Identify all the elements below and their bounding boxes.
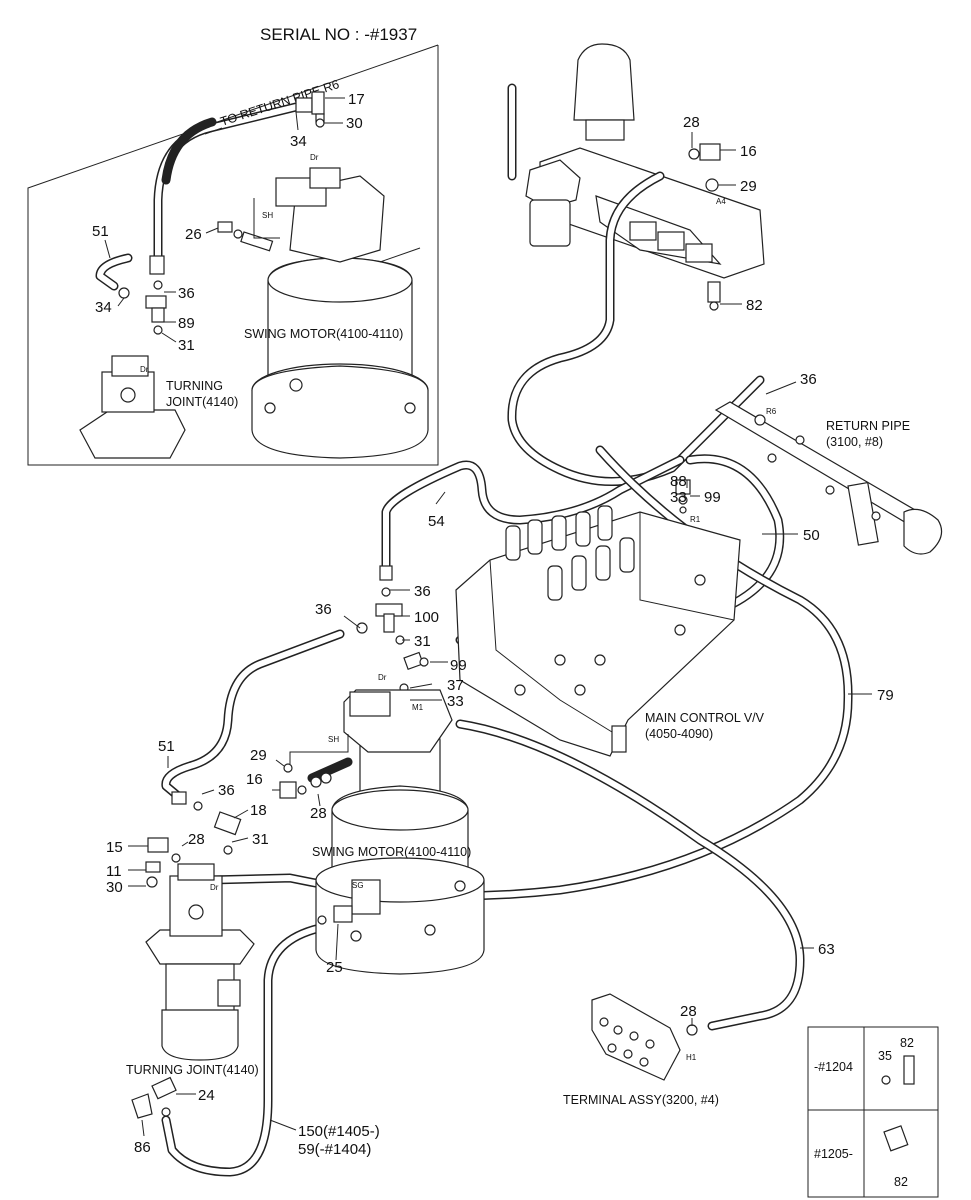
valve-spools [505,505,635,601]
callout-26: 26 [185,226,202,243]
label-mcv-1: MAIN CONTROL V/V [645,711,765,725]
legend-row2-label: #1205- [814,1147,853,1161]
port-sg: SG [352,881,364,890]
callout-11: 11 [106,863,122,880]
callout-54: 54 [428,513,445,530]
callout-33-mcv: 33 [670,489,687,506]
callout-51-inset: 51 [92,223,109,240]
port-r1: R1 [690,515,701,524]
callout-29-main: 29 [250,747,267,764]
callout-28-top: 28 [683,114,700,131]
label-turning-inset-1: TURNING [166,379,223,393]
legend-row2-part: 82 [894,1175,908,1189]
port-a4: A4 [716,197,726,206]
main-swing-motor: Dr M1 SH SG SWING MOTOR(4100-4110) [289,673,485,975]
callout-36-inset: 36 [178,285,195,302]
inset-fittings [118,91,325,335]
callout-89: 89 [178,315,195,332]
port-dr-inset: Dr [310,153,319,162]
callout-37: 37 [447,677,464,694]
label-return-pipe-1: RETURN PIPE [826,419,910,433]
serial-title: SERIAL NO : -#1937 [260,25,417,44]
callout-28-tj: 28 [188,831,205,848]
callout-99-mcv: 99 [704,489,721,506]
callout-59: 59(-#1404) [298,1141,371,1158]
callout-15: 15 [106,839,123,856]
callout-31-tj: 31 [252,831,269,848]
legend-row1-part-a: 35 [878,1049,892,1063]
callout-30-inset: 30 [346,115,363,132]
callout-36-main: 36 [218,782,235,799]
legend-table: -#1204 35 82 #1205- 82 [807,1026,939,1198]
filter-assembly: A4 [507,43,765,311]
port-r6: R6 [766,407,777,416]
callout-86: 86 [134,1139,151,1156]
callout-79: 79 [877,687,894,704]
callout-29-top: 29 [740,178,757,195]
callout-30-tj: 30 [106,879,123,896]
port-dr-main: Dr [378,673,387,682]
inset-swing-motor: Dr SH SWING MOTOR(4100-4110) [244,153,429,459]
callout-50: 50 [803,527,820,544]
label-return-pipe-2: (3100, #8) [826,435,883,449]
legend-row1-part-b: 82 [900,1036,914,1050]
callout-88: 88 [670,473,687,490]
callout-25: 25 [326,959,343,976]
callout-18: 18 [250,802,267,819]
callout-36-left: 36 [315,601,332,618]
callout-150: 150(#1405-) [298,1123,380,1140]
callout-51-main: 51 [158,738,175,755]
label-turning-inset-2: JOINT(4140) [166,395,238,409]
label-mcv-2: (4050-4090) [645,727,713,741]
callout-82: 82 [746,297,763,314]
leader-lines [104,97,872,1137]
callout-16-top: 16 [740,143,757,160]
main-turning-joint: Dr TURNING JOINT(4140) [126,863,259,1077]
main-control-valve: R1 MAIN CONTROL V/V (4050-4090) [455,505,765,757]
label-terminal-assy: TERMINAL ASSY(3200, #4) [563,1093,719,1107]
bottom-fittings [131,1076,177,1119]
callout-36-return: 36 [800,371,817,388]
port-m1: M1 [412,703,424,712]
callout-63: 63 [818,941,835,958]
callout-24: 24 [198,1087,215,1104]
inset-turning-joint: Dr TURNING JOINT(4140) [79,355,238,459]
legend-row1-label: -#1204 [814,1060,853,1074]
label-swing-motor-main: SWING MOTOR(4100-4110) [312,845,471,859]
callout-28-main: 28 [310,805,327,822]
label-swing-motor-inset: SWING MOTOR(4100-4110) [244,327,403,341]
port-h1: H1 [686,1053,697,1062]
return-pipe: R6 RETURN PIPE (3100, #8) [714,401,943,555]
callout-99-mid: 99 [450,657,467,674]
washer-icon [881,1075,891,1085]
callout-17: 17 [348,91,365,108]
callout-34-inset-bottom: 34 [95,299,112,316]
port-sh-inset: SH [262,211,273,220]
label-turning-main: TURNING JOINT(4140) [126,1063,259,1077]
port-dr-tj-inset: Dr [140,365,149,374]
serial-inset: SERIAL NO : -#1937 [27,25,439,466]
callout-31-inset: 31 [178,337,195,354]
callout-31-mid: 31 [414,633,431,650]
callout-16-main: 16 [246,771,263,788]
port-dr-tj-main: Dr [210,883,219,892]
callout-33-mid: 33 [447,693,464,710]
callout-34-inset-top: 34 [290,133,307,150]
bolt-icon [903,1055,915,1085]
callout-28-terminal: 28 [680,1003,697,1020]
callout-100: 100 [414,609,439,626]
callout-36-top: 36 [414,583,431,600]
terminal-assy: H1 TERMINAL ASSY(3200, #4) [563,993,719,1107]
callouts: 17 30 34 26 51 34 36 89 31 28 16 29 82 3… [92,91,894,1158]
fitting-icon [883,1125,909,1152]
port-sh-main: SH [328,735,339,744]
